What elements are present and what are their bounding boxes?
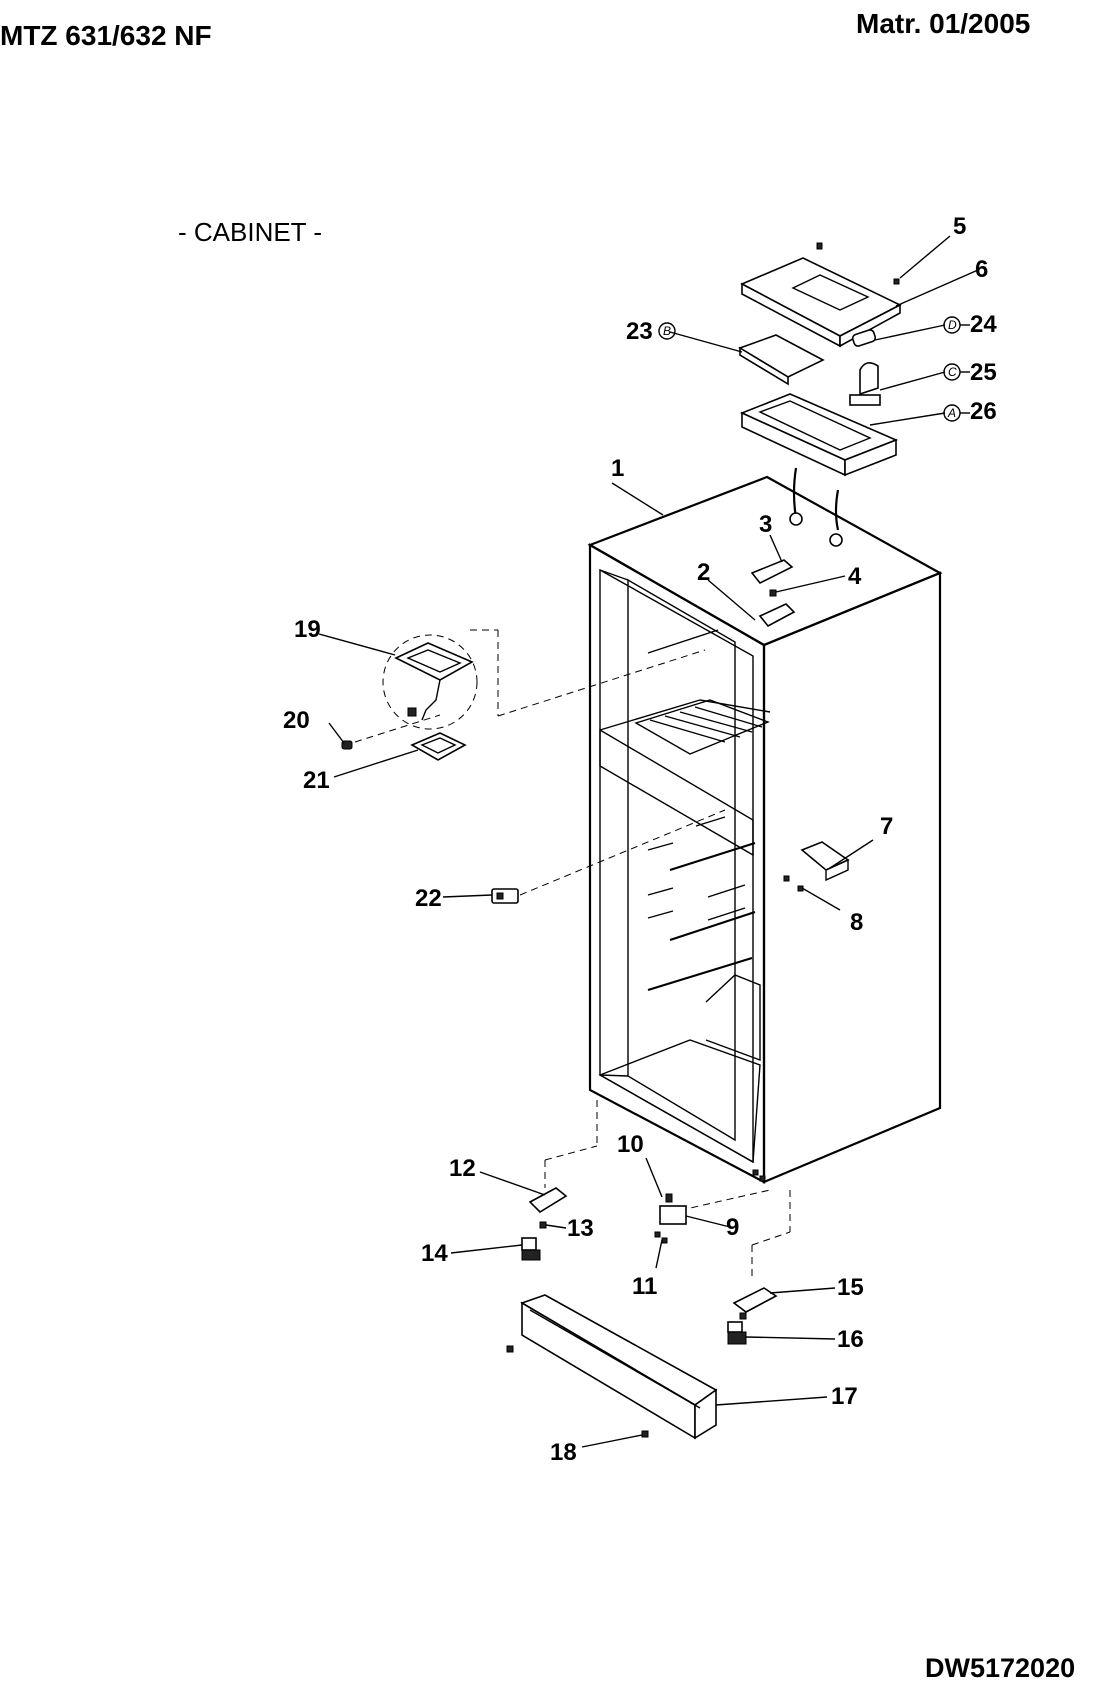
callout-23: 23 [626,318,653,345]
callout-18: 18 [550,1439,577,1466]
kick-plate-screw-part [641,1430,649,1438]
bottom-hinge-right-part [732,1287,778,1320]
lamp-assembly-detail [382,634,478,730]
callout-5: 5 [953,213,966,240]
control-panel-part [738,334,825,386]
callout-26: 26 [970,398,997,425]
callout-17: 17 [831,1383,858,1410]
ref-circle-a: A [943,404,970,422]
svg-text:C: C [948,365,957,379]
callout-10: 10 [617,1131,644,1158]
callout-11: 11 [632,1273,657,1300]
callout-7: 7 [880,813,893,840]
switch-part [491,888,519,904]
callout-labels: 1 2 3 4 5 6 23 24 25 26 7 8 19 20 21 22 … [283,213,997,1466]
model-title: MTZ 631/632 NF [0,20,212,51]
callout-8: 8 [850,909,863,936]
callout-1: 1 [611,455,624,482]
callout-22: 22 [415,885,442,912]
callout-19: 19 [294,616,321,643]
bulb-part [341,740,353,750]
callout-15: 15 [837,1274,864,1301]
lamp-cover-part [851,329,877,347]
svg-text:A: A [947,406,956,420]
fan-housing-part [739,393,899,477]
cabinet-body [587,475,943,1184]
callout-4: 4 [848,563,862,590]
kick-plate-part [506,1294,718,1440]
leveling-foot-left-part [521,1237,541,1261]
svg-text:D: D [948,318,957,332]
callout-25: 25 [970,359,997,386]
callout-20: 20 [283,707,310,734]
reference-circles: B D C A [658,316,970,422]
matr-date: Matr. 01/2005 [856,8,1031,39]
bottom-hinge-left-part [528,1187,568,1229]
ref-circle-c: C [943,363,970,381]
svg-text:B: B [663,324,671,338]
callout-3: 3 [759,511,772,538]
lamp-lens-part [410,732,467,761]
hinge-cords-part [789,467,843,547]
section-title: - CABINET - [178,217,322,247]
callout-21: 21 [303,767,330,794]
callout-24: 24 [970,311,997,338]
top-cover-part [740,257,902,348]
callout-2: 2 [697,559,710,586]
leveling-foot-right-part [727,1321,747,1345]
callout-9: 9 [726,1214,739,1241]
lamp-holder-part [849,362,881,406]
callout-14: 14 [421,1240,448,1267]
callout-16: 16 [837,1326,864,1353]
ref-circle-d: D [943,316,970,334]
callout-13: 13 [567,1215,594,1242]
ref-circle-b: B [658,322,676,340]
callout-6: 6 [975,256,988,283]
screw-part [783,875,804,892]
document-id: DW5172020 [925,1653,1076,1683]
callout-12: 12 [449,1155,476,1182]
lower-bracket-part [654,1193,687,1244]
leader-lines [318,235,979,1448]
top-hinge-part [750,559,796,628]
